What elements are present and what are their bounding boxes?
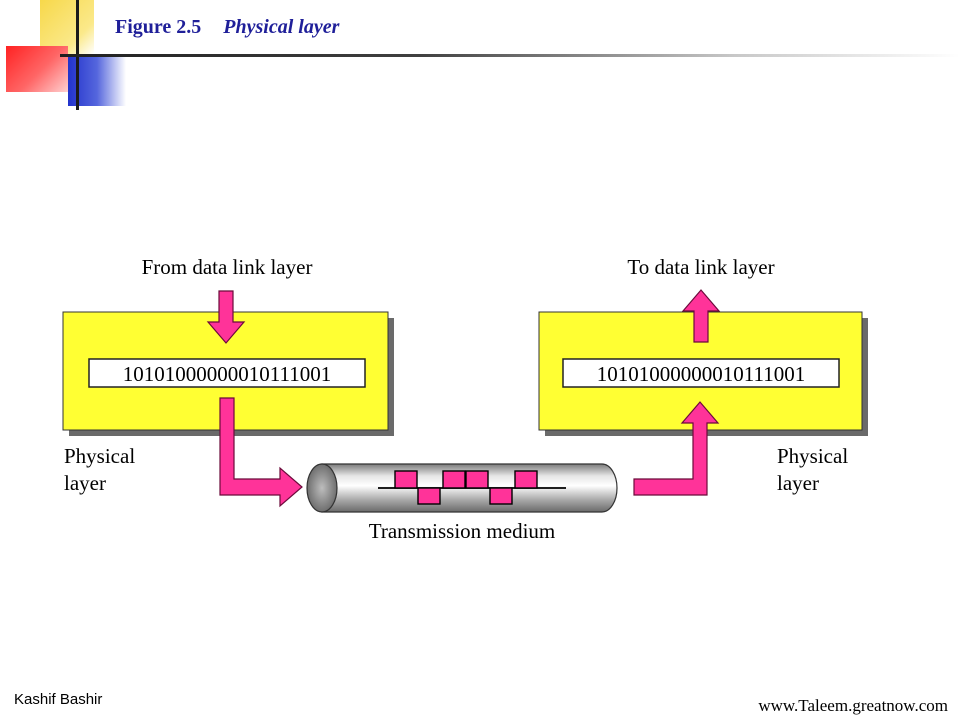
- signal-pulse-high: [514, 470, 538, 489]
- figure-name: Physical layer: [223, 16, 340, 38]
- receiver-side-label-line1: Physical: [777, 444, 848, 468]
- figure-number: Figure 2.5: [115, 16, 202, 38]
- transmission-medium-pipe: [306, 463, 618, 513]
- arrow-to-medium-icon: [219, 397, 303, 508]
- slide-title: Figure 2.5 Physical layer: [115, 16, 339, 39]
- arrow-up-icon: [681, 289, 721, 343]
- receiver-bits: 10101000000010111001: [597, 362, 805, 386]
- sender-bits: 10101000000010111001: [123, 362, 331, 386]
- signal-pulse-high: [394, 470, 418, 489]
- signal-waveform: [394, 470, 538, 505]
- pipe-end-cap: [306, 463, 338, 513]
- to-data-link-label: To data link layer: [627, 255, 774, 279]
- corner-red-square: [6, 46, 68, 92]
- footer-author: Kashif Bashir: [14, 691, 103, 708]
- title-underline: [60, 54, 960, 57]
- corner-yellow-square: [40, 0, 94, 54]
- footer-website: www.Taleem.greatnow.com: [758, 696, 948, 715]
- sender-side-label-line2: layer: [64, 471, 106, 495]
- receiver-side-label-line2: layer: [777, 471, 819, 495]
- sender-side-label-line1: Physical: [64, 444, 135, 468]
- sender-bits-box: [88, 358, 366, 388]
- transmission-medium-label: Transmission medium: [369, 519, 556, 543]
- signal-pulse-high: [465, 470, 489, 489]
- receiver-bits-box: [562, 358, 840, 388]
- signal-pulse-high: [442, 470, 466, 489]
- arrow-from-medium-icon: [633, 401, 720, 496]
- arrow-down-icon: [206, 290, 246, 344]
- signal-pulse-low: [489, 487, 513, 505]
- from-data-link-label: From data link layer: [142, 255, 313, 279]
- signal-pulse-low: [417, 487, 441, 505]
